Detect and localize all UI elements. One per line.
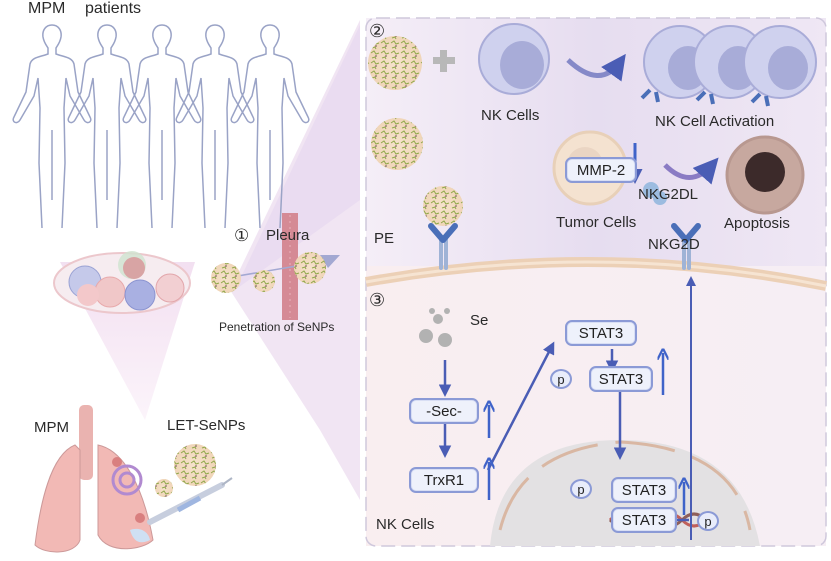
p-stat3-box: STAT3	[589, 366, 653, 392]
lungs-illustration	[34, 405, 154, 553]
step2-number: ②	[369, 21, 386, 41]
nkg2dl-label: NKG2DL	[638, 186, 699, 203]
stat3-cytoplasm-box: STAT3	[565, 320, 637, 346]
pleura-label: Pleura	[266, 227, 310, 244]
patients-title: patients	[85, 0, 142, 17]
sec-box: -Sec-	[409, 398, 479, 424]
syringe-illustration	[147, 477, 233, 525]
lung-label: MPM	[34, 419, 69, 436]
nkg2d-label: NKG2D	[648, 236, 700, 253]
mmp2-box: MMP-2	[565, 157, 637, 183]
nk-cells-bottom-label: NK Cells	[376, 516, 435, 533]
apoptosis-label: Apoptosis	[724, 215, 790, 232]
activation-arrow	[566, 53, 626, 82]
nk-cells-label: NK Cells	[481, 107, 540, 124]
phospho-badge: p	[697, 511, 719, 531]
step3-number: ③	[369, 290, 386, 310]
activated-nk-cells	[640, 25, 817, 107]
se-particles	[419, 308, 452, 347]
tumor-cells-label: Tumor Cells	[556, 214, 637, 231]
patients-silhouettes	[12, 24, 310, 229]
antibody-receptor	[428, 223, 458, 270]
mpm-title: MPM	[28, 0, 66, 17]
trxr1-box: TrxR1	[409, 467, 479, 493]
pe-label: PE	[374, 230, 395, 247]
stat3-nuclear-box: STAT3	[611, 507, 677, 533]
phospho-badge: p	[570, 479, 592, 499]
penetration-label: Penetration of SeNPs	[219, 320, 335, 334]
se-label: Se	[470, 312, 489, 329]
step1-number: ①	[234, 226, 250, 245]
phospho-badge: p	[550, 369, 572, 389]
p-stat3-nuclear-box: STAT3	[611, 477, 677, 503]
let-senps-label: LET-SeNPs	[167, 417, 246, 434]
nk-activation-label: NK Cell Activation	[655, 113, 775, 130]
